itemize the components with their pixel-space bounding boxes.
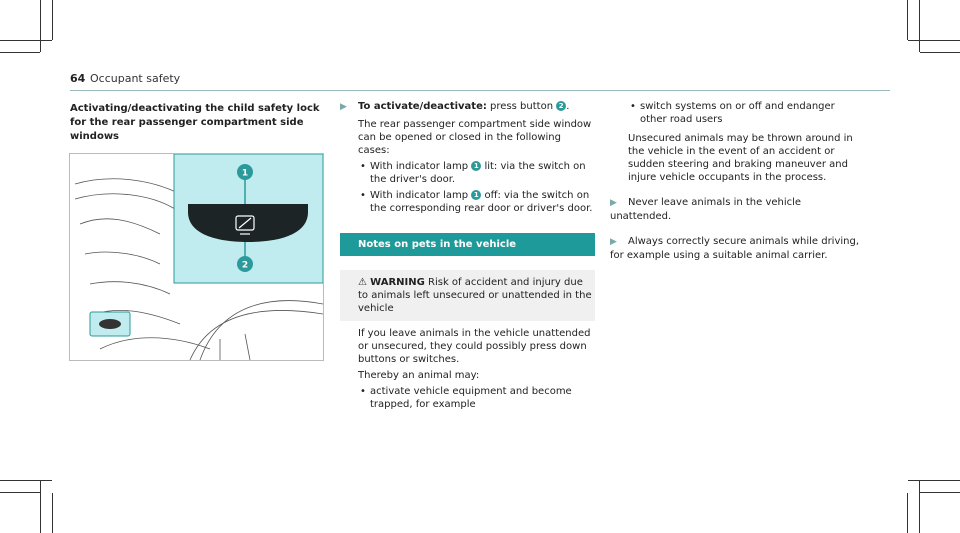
step-arrow-icon: ▶ (610, 198, 617, 208)
step-arrow-icon: ▶ (340, 102, 347, 112)
badge-1: 1 (471, 190, 482, 200)
step-1-text: Never leave animals in the vehicle unatt… (610, 197, 802, 222)
crop-mark (0, 480, 52, 481)
step-never-leave: ▶Never leave animals in the vehicle unat… (610, 196, 863, 223)
crop-mark (907, 493, 908, 533)
continued-column: switch systems on or off and endanger ot… (610, 100, 863, 262)
callout-2-label: 2 (242, 261, 248, 271)
step-2-text: Always correctly secure animals while dr… (610, 236, 860, 261)
step-end: . (566, 101, 570, 112)
step-arrow-icon: ▶ (610, 237, 617, 247)
warning-body: If you leave animals in the vehicle unat… (340, 321, 595, 411)
crop-mark (919, 0, 920, 52)
crop-mark (920, 52, 960, 53)
badge-2: 2 (556, 101, 567, 111)
crop-mark (0, 52, 40, 53)
crop-mark (40, 0, 41, 52)
warning-body-2: Thereby an animal may: (358, 370, 480, 381)
warning-bullet: activate vehicle equipment and become tr… (340, 385, 595, 411)
warning-icon: ⚠ (358, 277, 367, 288)
crop-mark (52, 493, 53, 533)
warning-body-1: If you leave animals in the vehicle unat… (358, 328, 591, 365)
crop-mark (919, 480, 920, 533)
crop-mark (908, 480, 960, 481)
door-panel-drawing: 1 2 (74, 154, 323, 360)
instructions-column: ▶ To activate/deactivate: press button 2.… (340, 100, 595, 411)
header-divider (70, 90, 890, 91)
bullet1-post: lit: via the switch on the driver's door… (370, 161, 586, 185)
crop-mark (907, 0, 908, 40)
callout-1-label: 1 (242, 169, 248, 179)
bullet1-pre: With indicator lamp (370, 161, 472, 172)
section-title: Occupant safety (90, 72, 181, 85)
warning-paragraph: Unsecured animals may be thrown around i… (628, 133, 853, 183)
warning-box: ⚠ WARNING Risk of accident and injury du… (340, 270, 595, 321)
step-intro: The rear passenger compartment side wind… (358, 119, 592, 156)
page-number: 64 (70, 72, 86, 85)
crop-mark (52, 0, 53, 40)
bullet2-post: off: via the switch on the corresponding… (370, 190, 593, 214)
crop-mark (40, 480, 41, 533)
crop-mark (908, 40, 960, 41)
badge-1: 1 (471, 161, 482, 171)
bullet-lamp-off: With indicator lamp 1 off: via the switc… (340, 189, 595, 215)
callout-2 (237, 256, 253, 272)
bullet2-pre: With indicator lamp (370, 190, 472, 201)
step-text: press button (486, 101, 557, 112)
bullet-lamp-lit: With indicator lamp 1 lit: via the switc… (340, 160, 595, 186)
notes-heading: Notes on pets in the vehicle (340, 233, 595, 256)
step-label: To activate/deactivate: (358, 101, 487, 112)
door-panel-illustration: 1 2 (69, 153, 324, 361)
warning-bullet-2: switch systems on or off and endanger ot… (610, 100, 863, 126)
step-secure-animals: ▶Always correctly secure animals while d… (610, 235, 863, 262)
callout-1 (237, 164, 253, 180)
warning-header: ⚠ WARNING Risk of accident and injury du… (340, 276, 595, 315)
crop-mark (920, 492, 960, 493)
crop-mark (0, 40, 52, 41)
step-activate: ▶ To activate/deactivate: press button 2. (340, 100, 595, 114)
warning-text: Risk of accident and injury due to anima… (358, 277, 592, 314)
section-heading: Activating/deactivating the child safety… (70, 103, 320, 142)
crop-mark (0, 492, 40, 493)
lock-button (188, 204, 308, 242)
warning-label: WARNING (370, 277, 425, 288)
